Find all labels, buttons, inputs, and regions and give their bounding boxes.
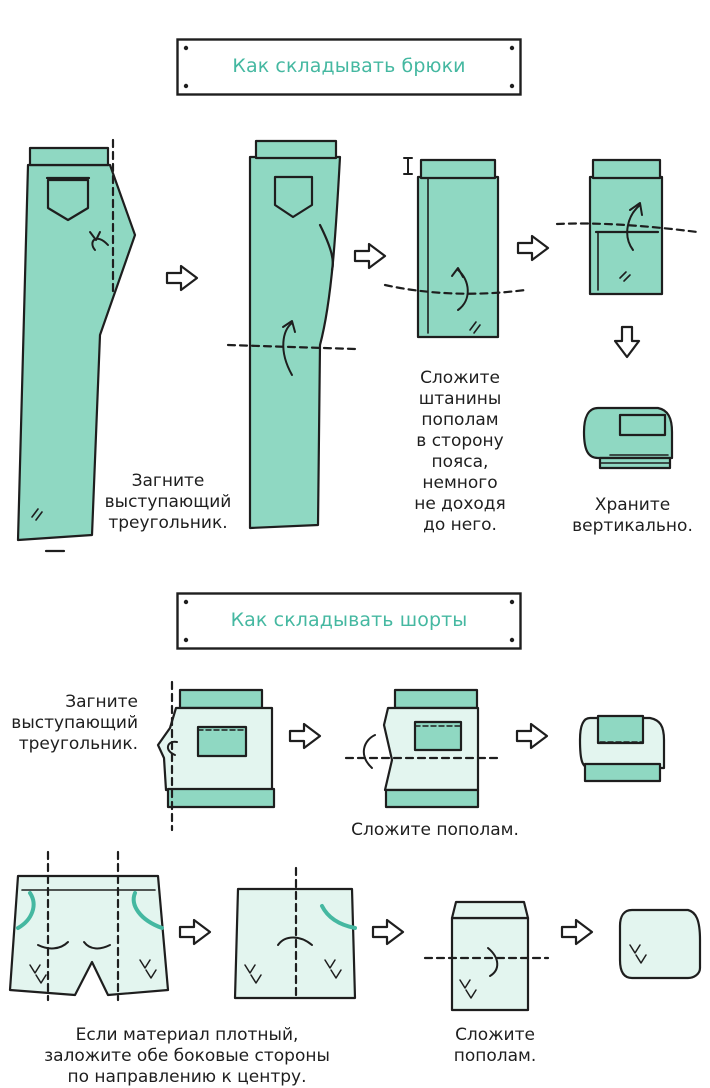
arrow-right-icon	[515, 722, 549, 750]
trousers-title: Как складывать брюки	[232, 55, 466, 77]
caption-line: пополам.	[453, 1046, 537, 1066]
shorts-step2-drawing	[344, 688, 500, 809]
arrow-right-icon	[288, 722, 322, 750]
caption-line: Загните	[131, 471, 205, 491]
trousers-step3-caption: Сложите штанины пополам в сторону пояса,…	[400, 368, 520, 536]
caption-line: выступающий	[11, 713, 138, 733]
caption-line: немного	[422, 473, 498, 493]
arrow-right-icon	[516, 234, 550, 262]
caption-line: Сложите	[455, 1025, 535, 1045]
caption-line: Если материал плотный,	[75, 1025, 299, 1045]
arrow-right-icon	[560, 918, 594, 946]
trousers-step5-caption: Храните вертикально.	[565, 495, 700, 537]
caption-line: треугольник.	[18, 734, 138, 754]
caption-line: пояса,	[431, 452, 489, 472]
shorts-step1-drawing	[156, 680, 276, 832]
shorts-thick-step4-drawing	[618, 908, 702, 980]
caption-line: Сложите	[420, 368, 500, 388]
shorts-step3-drawing	[578, 714, 666, 783]
shorts-title: Как складывать шорты	[230, 609, 468, 631]
arrow-right-icon	[353, 242, 387, 270]
shorts-title-banner: Как складывать шорты	[176, 592, 522, 650]
caption-line: штанины	[418, 389, 502, 409]
caption-line: в сторону	[416, 431, 504, 451]
shorts-step1-caption: Загните выступающий треугольник.	[0, 692, 138, 755]
shorts-thick-fold-caption: Сложите пополам.	[430, 1025, 560, 1067]
caption-line: Загните	[65, 692, 138, 712]
caption-line: Сложите пополам.	[351, 820, 519, 840]
caption-line: не доходя	[414, 494, 506, 514]
shorts-thick-step1-drawing	[8, 850, 170, 1002]
caption-line: до него.	[423, 515, 497, 535]
trousers-step4-drawing	[555, 158, 699, 296]
trousers-step1-caption: Загните выступающий треугольник.	[98, 471, 238, 534]
arrow-down-icon	[613, 325, 641, 359]
shorts-thick-step3-drawing	[423, 900, 550, 1012]
caption-line: заложите обе боковые стороны	[44, 1046, 330, 1066]
trousers-step2-drawing	[226, 139, 357, 530]
arrow-right-icon	[165, 264, 199, 292]
trousers-step3-drawing	[383, 157, 527, 339]
shorts-step2-caption: Сложите пополам.	[330, 820, 540, 841]
arrow-right-icon	[178, 918, 212, 946]
trousers-step1-drawing	[16, 138, 137, 553]
caption-line: вертикально.	[572, 516, 693, 536]
caption-line: Храните	[594, 495, 671, 515]
caption-line: по направлению к центру.	[67, 1067, 307, 1087]
trousers-title-banner: Как складывать брюки	[176, 38, 522, 96]
trousers-step5-drawing	[582, 406, 674, 470]
caption-line: треугольник.	[108, 513, 228, 533]
caption-line: пополам	[421, 410, 499, 430]
shorts-thick-caption: Если материал плотный, заложите обе боко…	[12, 1025, 362, 1088]
shorts-thick-step2-drawing	[233, 866, 357, 1002]
arrow-right-icon	[371, 918, 405, 946]
caption-line: выступающий	[104, 492, 232, 512]
